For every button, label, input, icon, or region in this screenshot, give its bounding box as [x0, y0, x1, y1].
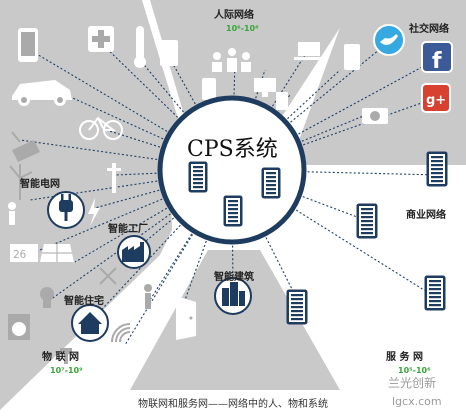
- label-smart-home: 智能住宅: [64, 294, 104, 307]
- server-icon-business-1: [426, 151, 448, 187]
- label-smart-building: 智能建筑: [214, 270, 254, 283]
- twitter-icon: [373, 24, 405, 56]
- svg-text:f: f: [432, 49, 442, 74]
- label-smart-factory: 智能工厂: [108, 222, 148, 235]
- bicycle-icon: [79, 116, 123, 140]
- monitor-icon: [254, 78, 276, 97]
- phone-icon: [18, 28, 38, 62]
- door-icon: [176, 296, 196, 340]
- wind-turbine-icon: [9, 164, 33, 200]
- electric-car-icon: [12, 80, 72, 106]
- svg-text:26: 26: [13, 248, 26, 261]
- tablet-icon: [160, 40, 178, 66]
- google-plus-icon: g+: [421, 83, 451, 113]
- light-bulb-icon: [40, 287, 54, 308]
- server-icon-business-3: [424, 275, 446, 311]
- wedge-top-right: [290, 0, 466, 165]
- smartphone-icon: [344, 44, 360, 70]
- label-social-network: 社交网络: [408, 22, 449, 35]
- cps-core-servers: [188, 161, 281, 227]
- link-social-1: [231, 69, 341, 171]
- tablet-right-icon: [276, 92, 288, 110]
- label-iot: 物 联 网: [42, 350, 79, 363]
- thermometer-icon: [134, 26, 146, 68]
- camera-icon: [362, 108, 388, 124]
- server-icon-core-1: [188, 161, 208, 193]
- wedge-bottom: [130, 250, 340, 390]
- lightning-icon: [88, 198, 100, 226]
- people-group-icon: [212, 48, 251, 72]
- medical-cross-icon: [88, 26, 114, 52]
- solar-panel-icon: [40, 244, 74, 262]
- cps-title: CPS系统: [187, 137, 278, 162]
- server-icon-core-2: [261, 167, 281, 199]
- range-services: 10⁵-10⁶: [398, 366, 431, 375]
- wifi-icon: [111, 323, 131, 343]
- label-services: 服 务 网: [386, 350, 423, 363]
- svg-text:g+: g+: [426, 93, 446, 108]
- lamp-icon: [60, 348, 72, 364]
- watermark-brand: 兰光创新: [388, 375, 436, 390]
- link-grid-3: [114, 169, 233, 176]
- server-icon-business-2: [356, 203, 378, 239]
- digital-meter-icon: 26: [10, 244, 38, 262]
- link-grid-4: [27, 169, 233, 256]
- server-icon-core-3: [223, 195, 243, 227]
- person-figure-icon: [144, 284, 152, 309]
- washing-machine-icon: [8, 314, 30, 340]
- smart-home-icon: [71, 304, 109, 342]
- pole-icon: [107, 163, 121, 193]
- link-business-2: [231, 169, 366, 221]
- server-icons: [286, 151, 448, 325]
- range-iot: 10⁷-10⁹: [50, 366, 83, 375]
- worker-icon: [8, 202, 16, 225]
- facebook-icon: f: [421, 41, 453, 74]
- label-people-network: 人际网络: [214, 8, 254, 21]
- server-icon-services: [286, 289, 308, 325]
- tools-icon: [99, 267, 117, 285]
- link-home-3: [49, 169, 233, 301]
- link-car: [54, 89, 233, 171]
- link-grid-5: [94, 169, 233, 209]
- smart-grid-plug-icon: [47, 191, 85, 229]
- ev-charger-icon: [11, 131, 40, 162]
- factory-icon: [117, 235, 151, 269]
- range-people-network: 10⁶-10⁸: [226, 24, 259, 33]
- label-smart-grid: 智能电网: [20, 177, 60, 190]
- label-business-network: 商业网络: [406, 208, 446, 221]
- watermark-site: lgcx.com: [392, 395, 442, 408]
- cps-system-node: CPS系统: [157, 95, 307, 245]
- wedge-top: [150, 0, 358, 135]
- laptop-icon: [294, 42, 324, 60]
- diagram-caption: 物联网和服务网——网络中的人、物和系统: [138, 397, 328, 410]
- mobile-phone-icon: [202, 78, 216, 100]
- smart-building-icon: [214, 277, 252, 315]
